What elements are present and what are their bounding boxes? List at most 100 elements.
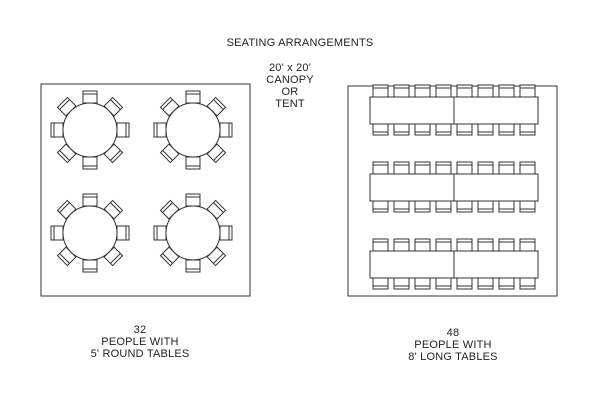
chair <box>185 156 201 170</box>
chair <box>435 238 452 252</box>
chair <box>456 161 473 175</box>
chair-seat <box>82 90 98 104</box>
chair <box>477 199 494 213</box>
chair-back <box>110 202 121 213</box>
round-table-group <box>153 90 233 170</box>
chair-seat <box>116 225 130 241</box>
chair <box>393 161 410 175</box>
chair <box>414 122 431 136</box>
chair-back <box>213 150 224 161</box>
chair <box>519 238 536 252</box>
chair-back <box>213 253 224 264</box>
chair-back <box>162 202 173 213</box>
chair <box>219 225 233 241</box>
round-table <box>165 102 221 158</box>
chair <box>153 225 167 241</box>
chair <box>153 122 167 138</box>
long-line2: PEOPLE WITH <box>414 339 492 351</box>
tent-outline-long <box>347 85 558 297</box>
chair <box>82 259 98 273</box>
chair <box>185 90 201 104</box>
tent-tent: TENT <box>275 98 305 110</box>
chair <box>498 84 515 98</box>
chair-seat <box>219 122 233 138</box>
long-table <box>369 173 455 202</box>
chair <box>498 276 515 290</box>
round-table-group <box>50 193 130 273</box>
round-caption: 32 PEOPLE WITH 5' ROUND TABLES <box>40 324 240 360</box>
chair-back <box>110 99 121 110</box>
tent-label: 20' x 20' CANOPY OR TENT <box>250 62 330 110</box>
round-table <box>165 205 221 261</box>
chair <box>519 161 536 175</box>
chair <box>435 84 452 98</box>
chair <box>519 84 536 98</box>
chair <box>435 122 452 136</box>
chair <box>456 122 473 136</box>
chair-back <box>59 99 70 110</box>
chair <box>159 143 180 164</box>
chair <box>456 199 473 213</box>
long-line3: 8' LONG TABLES <box>408 351 498 363</box>
chair <box>435 276 452 290</box>
chair-back <box>162 99 173 110</box>
chair <box>372 122 389 136</box>
round-line3: 5' ROUND TABLES <box>90 348 190 360</box>
chair-back <box>213 202 224 213</box>
chair <box>372 199 389 213</box>
chair <box>50 225 64 241</box>
chair <box>219 122 233 138</box>
chair <box>498 122 515 136</box>
chair <box>477 84 494 98</box>
chair <box>456 276 473 290</box>
chair <box>498 199 515 213</box>
round-table-group <box>153 193 233 273</box>
chair <box>116 225 130 241</box>
chair <box>393 122 410 136</box>
chair <box>393 276 410 290</box>
round-line2: PEOPLE WITH <box>101 336 179 348</box>
chair-seat <box>82 259 98 273</box>
chair <box>414 276 431 290</box>
chair <box>477 161 494 175</box>
chair-seat <box>153 122 167 138</box>
tent-type: CANOPY <box>266 74 314 86</box>
chair <box>498 161 515 175</box>
chair <box>393 84 410 98</box>
round-count: 32 <box>133 324 147 336</box>
chair <box>185 193 201 207</box>
chair <box>372 161 389 175</box>
chair <box>498 238 515 252</box>
chair <box>414 238 431 252</box>
chair-seat <box>82 156 98 170</box>
chair <box>116 122 130 138</box>
long-table <box>453 173 539 202</box>
chair <box>435 161 452 175</box>
chair-seat <box>50 225 64 241</box>
long-table <box>369 250 455 279</box>
long-table <box>369 96 455 125</box>
diagram-title: SEATING ARRANGEMENTS <box>226 37 374 49</box>
chair <box>56 246 77 267</box>
chair <box>393 238 410 252</box>
chair-seat <box>50 122 64 138</box>
long-table-group <box>369 161 539 213</box>
chair <box>477 122 494 136</box>
chair <box>50 122 64 138</box>
long-caption: 48 PEOPLE WITH 8' LONG TABLES <box>353 327 553 363</box>
chair-seat <box>185 90 201 104</box>
chair-back <box>213 99 224 110</box>
chair <box>477 238 494 252</box>
chair-seat <box>116 122 130 138</box>
chair <box>477 276 494 290</box>
chair-seat <box>153 225 167 241</box>
tent-size: 20' x 20' <box>268 62 312 74</box>
chair <box>519 199 536 213</box>
chair <box>456 238 473 252</box>
chair <box>82 156 98 170</box>
long-table-group <box>369 84 539 136</box>
chair <box>456 84 473 98</box>
long-table-group <box>369 238 539 290</box>
long-table <box>453 96 539 125</box>
chair <box>82 193 98 207</box>
